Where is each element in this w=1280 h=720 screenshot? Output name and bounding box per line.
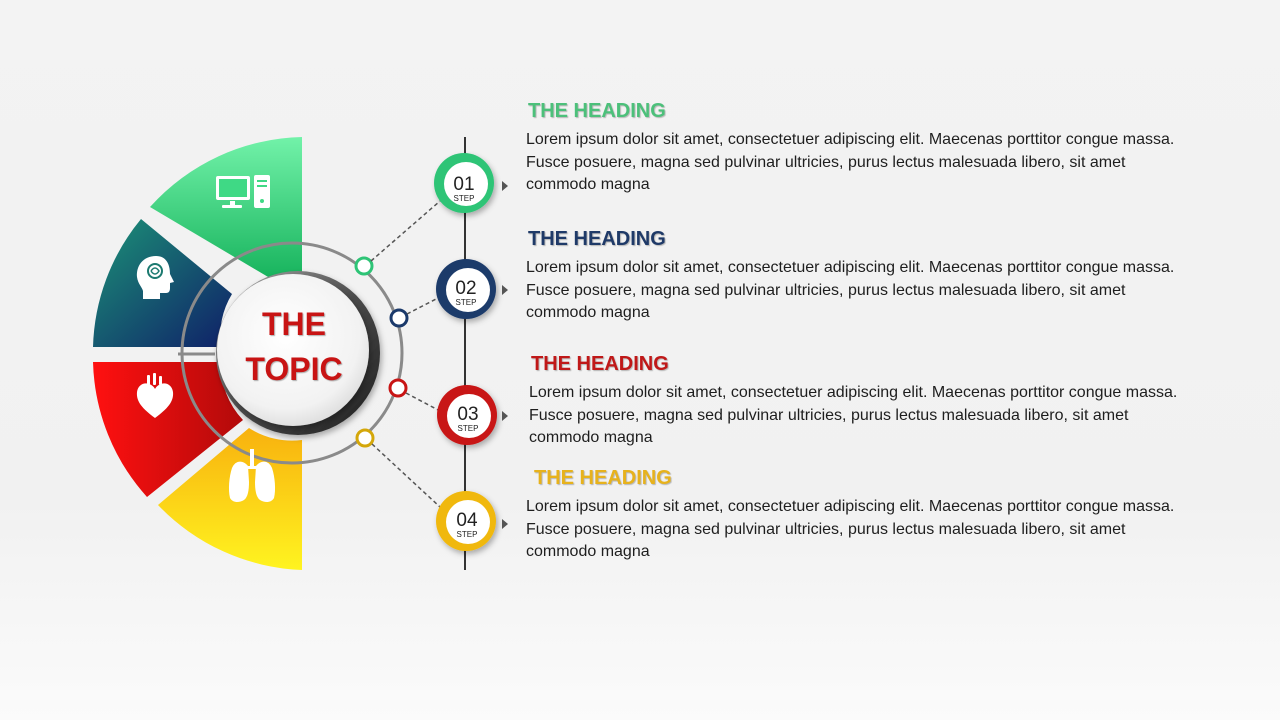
step-text-2: THE HEADING Lorem ipsum dolor sit amet, … [526, 227, 1186, 325]
step-heading-2: THE HEADING [528, 228, 666, 250]
step-badge-4: 04 STEP [436, 491, 508, 551]
step-number-4: 04 [456, 510, 478, 531]
step-label-1: STEP [454, 194, 475, 203]
step-arrow-2 [502, 285, 508, 295]
step-arrow-1 [502, 181, 508, 191]
step-number-1: 01 [453, 174, 474, 195]
segment-red [93, 362, 243, 497]
step-badge-1: 01 STEP [434, 153, 508, 213]
connector-line-3 [405, 392, 441, 412]
brain-head-icon [136, 256, 174, 299]
step-label-3: STEP [458, 424, 479, 433]
computer-icon [216, 175, 270, 208]
step-label-2: STEP [456, 298, 477, 307]
step-badge-2: 02 STEP [436, 259, 508, 319]
step-body-2: Lorem ipsum dolor sit amet, consectetuer… [526, 259, 1175, 321]
step-text-3: THE HEADING Lorem ipsum dolor sit amet, … [529, 352, 1189, 450]
step-body-1: Lorem ipsum dolor sit amet, consectetuer… [526, 131, 1175, 193]
step-body-3: Lorem ipsum dolor sit amet, consectetuer… [529, 384, 1178, 446]
step-body-4: Lorem ipsum dolor sit amet, consectetuer… [526, 498, 1175, 560]
connector-line-2 [406, 297, 439, 315]
topic-title-line1: THE [262, 306, 326, 342]
connector-dot-1 [354, 256, 374, 276]
connector-dot-3 [388, 378, 408, 398]
step-heading-4: THE HEADING [534, 467, 672, 489]
connector-dot-4 [355, 428, 375, 448]
step-number-2: 02 [455, 278, 476, 299]
lungs-icon [228, 449, 276, 503]
step-text-1: THE HEADING Lorem ipsum dolor sit amet, … [526, 99, 1186, 197]
topic-circle [217, 274, 369, 426]
connector-line-1 [370, 200, 441, 262]
step-heading-3: THE HEADING [531, 353, 669, 375]
connector-line-4 [371, 443, 441, 508]
step-label-4: STEP [457, 530, 478, 539]
step-arrow-4 [502, 519, 508, 529]
step-number-3: 03 [457, 404, 478, 425]
step-text-4: THE HEADING Lorem ipsum dolor sit amet, … [526, 466, 1186, 564]
step-badge-3: 03 STEP [437, 385, 508, 445]
heart-icon [136, 373, 174, 418]
topic-title-line2: TOPIC [245, 351, 342, 387]
step-arrow-3 [502, 411, 508, 421]
connector-dot-2 [389, 308, 409, 328]
step-heading-1: THE HEADING [528, 100, 666, 122]
